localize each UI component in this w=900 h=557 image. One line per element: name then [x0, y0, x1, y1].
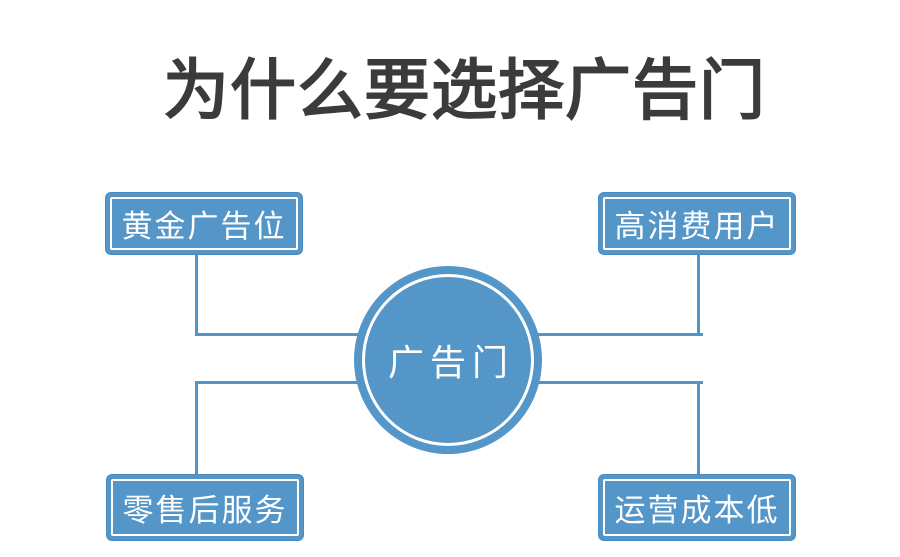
node-label-top-right: 高消费用户 — [614, 209, 780, 244]
node-label-top-left: 黄金广告位 — [121, 209, 287, 244]
node-low-operating-cost: 运营成本低 — [598, 474, 796, 541]
node-zero-after-sales-service: 零售后服务 — [106, 474, 304, 541]
node-high-spending-users: 高消费用户 — [598, 192, 796, 255]
connector-line-bottom-right-vertical — [697, 381, 700, 476]
center-node: 广告门 — [354, 266, 542, 454]
page-title: 为什么要选择广告门 — [163, 55, 766, 128]
center-node-label: 广告门 — [387, 342, 514, 383]
connector-line-top-right-vertical — [697, 253, 700, 336]
node-golden-ad-position: 黄金广告位 — [105, 192, 303, 255]
node-label-bottom-right: 运营成本低 — [614, 493, 780, 528]
connector-line-bottom-left-vertical — [195, 381, 198, 476]
connector-line-top-left-vertical — [195, 253, 198, 336]
node-label-bottom-left: 零售后服务 — [122, 493, 288, 528]
